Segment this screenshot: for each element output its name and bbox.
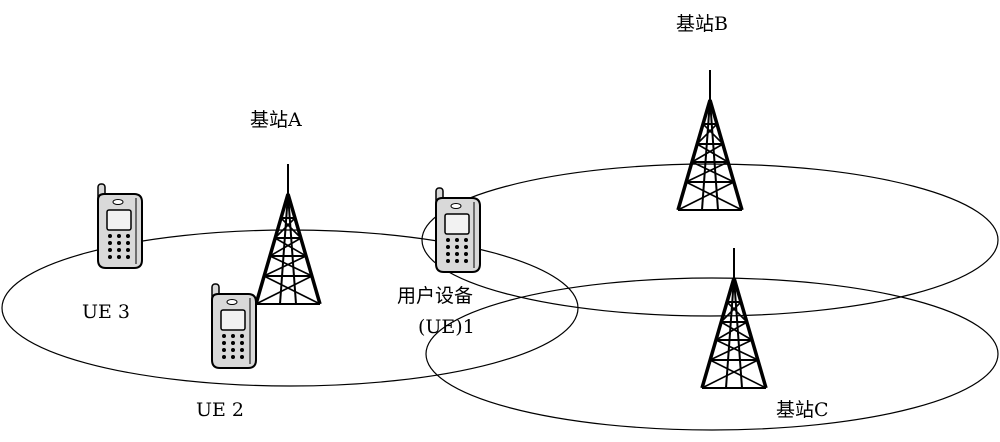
tower-icon-c [700,246,768,390]
station-label-a: 基站A [250,109,302,131]
station-label-c: 基站C [776,399,829,421]
tower-icon-a [254,162,322,306]
coverage-ellipse-c [425,277,999,431]
ue1-label-line2: (UE)1 [418,316,475,338]
ue3-label: UE 3 [82,301,130,323]
tower-icon-b [676,68,744,212]
station-label-b: 基站B [676,13,728,35]
ue2-label: UE 2 [196,399,244,421]
phone-icon-ue2 [211,283,257,369]
phone-icon-ue1 [435,187,481,273]
coverage-ellipse-b [421,163,999,317]
phone-icon-ue3 [97,183,143,269]
ue1-label-line1: 用户设备 [397,285,473,307]
